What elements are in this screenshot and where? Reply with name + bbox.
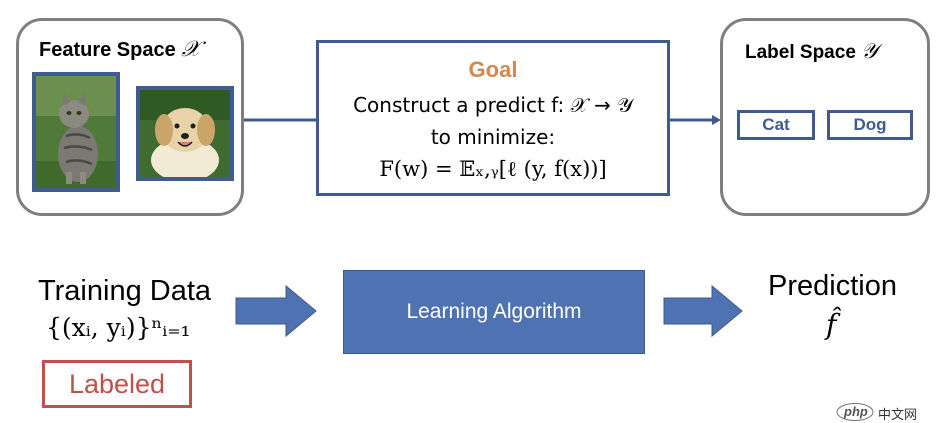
label-space-title: Label Space 𝒴 <box>745 39 878 64</box>
php-logo-icon <box>836 403 874 421</box>
goal-title: Goal <box>468 57 518 82</box>
label-chip-cat: Cat <box>737 110 815 140</box>
prediction-title: Prediction <box>768 270 897 302</box>
learning-algorithm-box: Learning Algorithm <box>343 270 645 354</box>
goal-formula: F(w) = 𝔼ₓ,ᵧ[ℓ (y, f(x))] <box>379 157 607 181</box>
php-watermark: php 中文网 <box>836 403 936 422</box>
feature-space-symbol: 𝒳 <box>181 37 201 62</box>
training-data-formula: {(xᵢ, yᵢ)}ⁿᵢ₌₁ <box>46 313 191 342</box>
php-logo-text: php <box>844 404 868 419</box>
goal-line-minimize: to minimize: <box>430 125 556 149</box>
prediction-symbol: f̂ <box>826 308 837 341</box>
feature-space-title-text: Feature Space <box>39 39 176 61</box>
goal-to-label-arrowhead <box>712 115 721 125</box>
training-to-algorithm-arrow <box>235 284 317 338</box>
cat-photo <box>32 72 120 192</box>
feature-space-box: Feature Space 𝒳 <box>16 18 244 216</box>
feature-space-title: Feature Space 𝒳 <box>39 37 200 62</box>
goal-box: Goal Construct a predict f: 𝒳 → 𝒴 to min… <box>316 40 670 196</box>
label-space-title-text: Label Space <box>745 42 856 63</box>
label-space-symbol: 𝒴 <box>861 39 878 63</box>
dog-photo <box>136 86 234 181</box>
goal-line-construct: Construct a predict f: 𝒳 → 𝒴 <box>353 93 633 117</box>
labeled-tag: Labeled <box>42 360 192 408</box>
php-site-text: 中文网 <box>878 407 918 422</box>
algorithm-to-prediction-arrow <box>663 284 743 338</box>
training-data-title: Training Data <box>38 275 212 307</box>
label-chip-dog: Dog <box>827 110 913 140</box>
label-space-box: Label Space 𝒴 Cat Dog <box>720 18 930 216</box>
